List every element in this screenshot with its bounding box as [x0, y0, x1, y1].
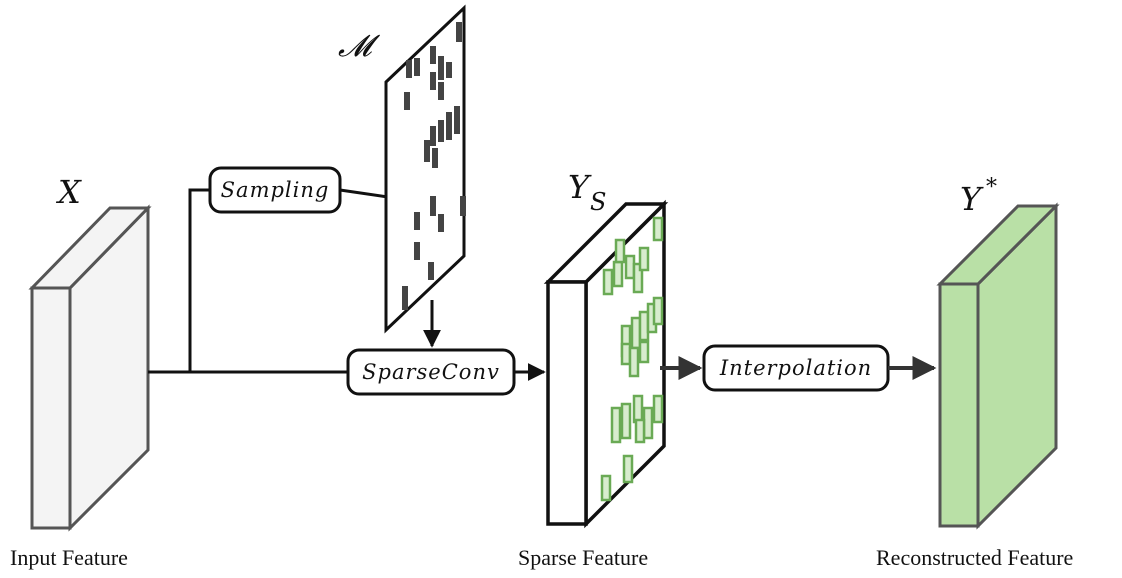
ys-subscript: S [590, 188, 606, 216]
ystar-superscript: * [986, 175, 997, 200]
sparseconv-label: SparseConv [362, 360, 500, 384]
sparseconv-node: SparseConv [346, 348, 516, 396]
ys-main: Y [568, 168, 592, 206]
sparse-feature-caption: Sparse Feature [518, 545, 648, 570]
ystar-main: Y [960, 180, 984, 218]
interpolation-node: Interpolation [702, 344, 890, 392]
input-feature-block [28, 204, 152, 532]
connector-lines [148, 188, 389, 374]
reconstructed-feature-caption: Reconstructed Feature [876, 545, 1073, 570]
sparse-marks [600, 216, 664, 502]
mask-symbol: 𝓜 [338, 29, 381, 64]
mask-panel [384, 4, 466, 334]
interpolation-label: Interpolation [719, 356, 872, 380]
reconstructed-feature-block [936, 202, 1060, 530]
input-feature-caption: Input Feature [10, 545, 128, 570]
sampling-node: Sampling [208, 166, 342, 214]
sampling-label: Sampling [221, 178, 330, 202]
ys-symbol: Y S [568, 168, 606, 216]
mask-blocks [402, 22, 466, 310]
ystar-symbol: Y * [960, 175, 997, 218]
x-symbol: X [55, 173, 82, 211]
sparse-feature-block [543, 199, 669, 529]
